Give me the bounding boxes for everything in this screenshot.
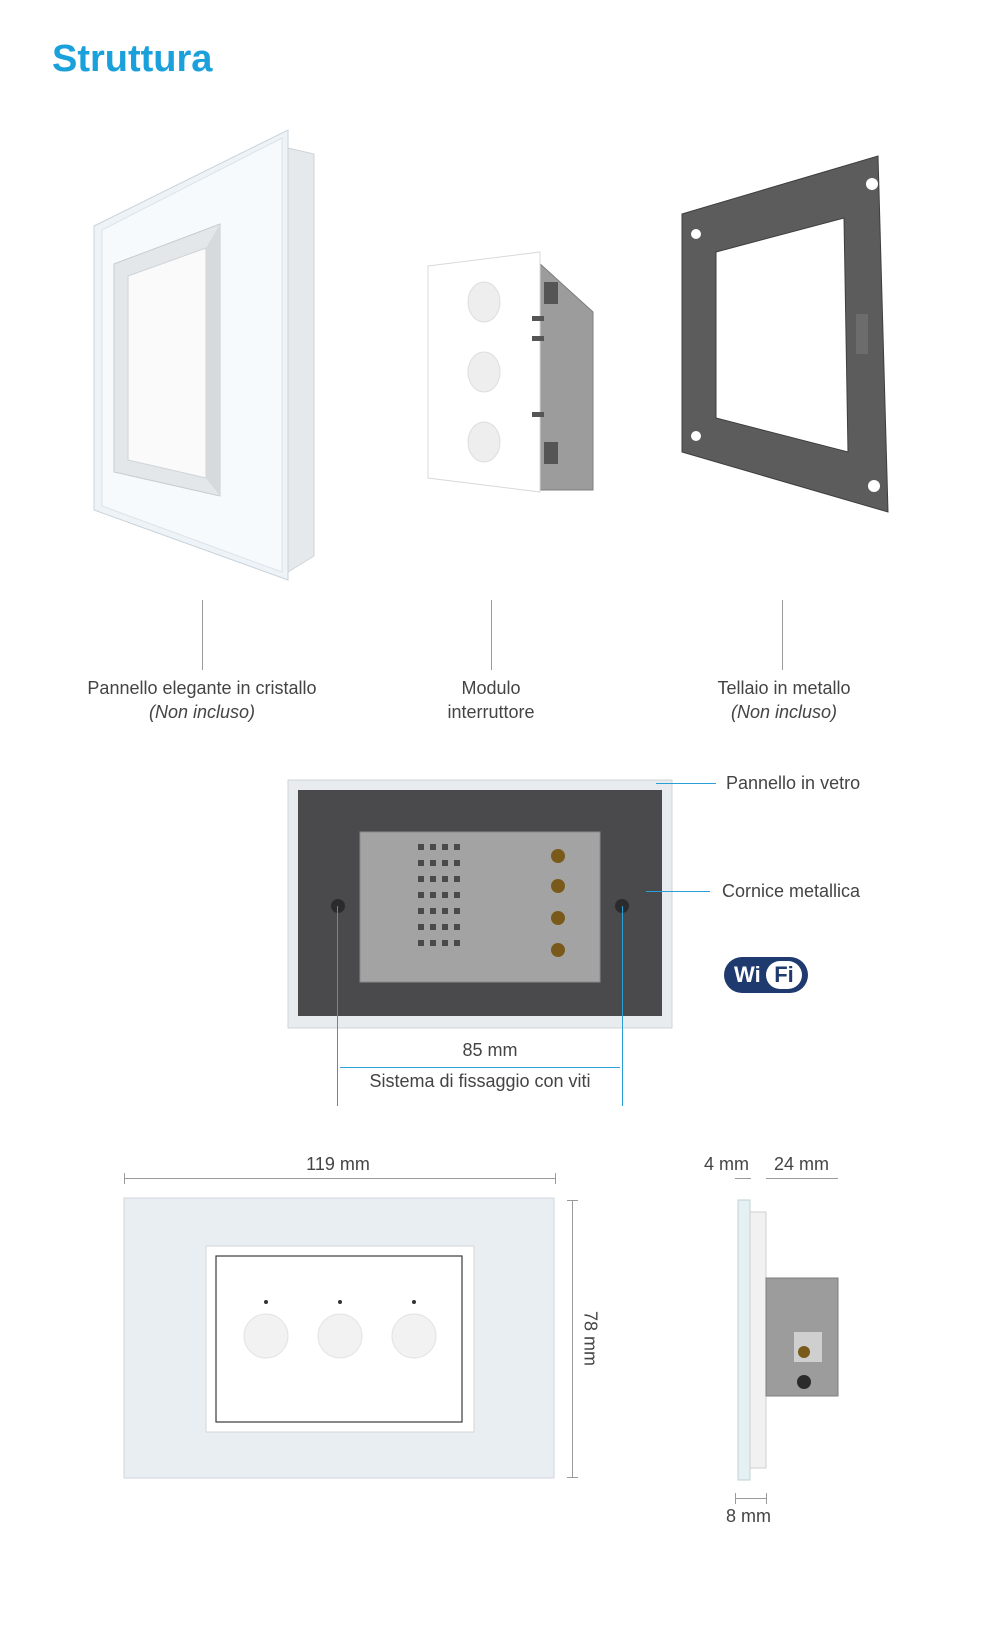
metal-frame-image <box>681 155 889 513</box>
height-label: 78 mm <box>580 1310 601 1366</box>
switch-module-sublabel: interruttore <box>447 702 535 722</box>
side-view-image <box>737 1199 839 1481</box>
metal-frame-pointer <box>646 891 710 892</box>
metal-frame-caption: Tellaio in metallo (Non incluso) <box>664 676 904 724</box>
switch-module-caption: Modulo interruttore <box>391 676 591 724</box>
wifi-badge-right: Fi <box>766 961 802 989</box>
thickness-tick-right <box>766 1493 767 1504</box>
glass-panel-image <box>93 129 315 581</box>
connector-line-glass <box>202 600 203 670</box>
width-line <box>124 1178 556 1179</box>
touch-key-1-icon <box>467 281 501 323</box>
fixing-system-label: Sistema di fissaggio con viti <box>369 1071 591 1091</box>
switch-module-label: Modulo <box>461 678 521 698</box>
width-label: 119 mm <box>306 1154 370 1174</box>
page-title: Struttura <box>52 38 213 80</box>
distance-label: 85 mm <box>462 1040 518 1060</box>
screw-left-guide <box>337 906 338 1106</box>
connector-line-module <box>491 600 492 670</box>
width-tick-right <box>555 1173 556 1184</box>
depth-front-label: 4 mm <box>704 1154 749 1174</box>
depth-back-line <box>766 1178 838 1179</box>
thickness-label: 8 mm <box>726 1506 771 1526</box>
metal-frame-sublabel: (Non incluso) <box>730 702 838 722</box>
depth-back-label: 24 mm <box>774 1154 830 1174</box>
wifi-badge-left: Wi <box>734 962 761 987</box>
connector-line-frame <box>782 600 783 670</box>
depth-front-line <box>735 1178 751 1179</box>
metal-frame-callout: Cornice metallica <box>722 881 861 901</box>
switch-module-image <box>427 251 594 493</box>
thickness-line <box>735 1498 767 1499</box>
front-key-2-icon <box>317 1313 363 1359</box>
metal-frame-label: Tellaio in metallo <box>717 678 851 698</box>
height-line <box>572 1200 573 1478</box>
front-panel-image <box>123 1197 555 1479</box>
touch-key-2-icon <box>467 351 501 393</box>
distance-line <box>340 1067 620 1068</box>
back-view-image <box>287 779 673 1029</box>
front-key-3-icon <box>391 1313 437 1359</box>
wifi-badge-icon: Wi Fi <box>724 957 808 993</box>
screw-right-guide <box>622 906 623 1106</box>
glass-panel-pointer <box>656 783 716 784</box>
glass-panel-callout: Pannello in vetro <box>726 773 861 793</box>
touch-key-3-icon <box>467 421 501 463</box>
glass-panel-sublabel: (Non incluso) <box>148 702 256 722</box>
front-key-1-icon <box>243 1313 289 1359</box>
height-tick-top <box>567 1200 578 1201</box>
height-tick-bottom <box>567 1477 578 1478</box>
width-tick-left <box>124 1173 125 1184</box>
thickness-tick-left <box>735 1493 736 1504</box>
glass-panel-caption: Pannello elegante in cristallo (Non incl… <box>62 676 342 724</box>
glass-panel-label: Pannello elegante in cristallo <box>87 678 317 698</box>
